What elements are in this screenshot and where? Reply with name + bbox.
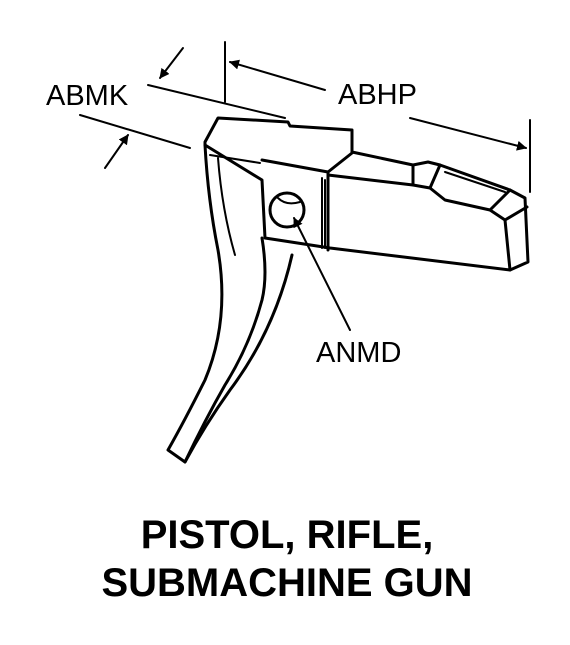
abmk-arrow-top xyxy=(159,47,184,79)
pin-hole xyxy=(268,191,306,229)
trigger-top-outline xyxy=(203,116,530,272)
abhp-label: ABHP xyxy=(338,79,417,111)
anmd-leader-arrow xyxy=(293,217,351,331)
caption-line-2: SUBMACHINE GUN xyxy=(101,561,472,605)
abhp-arrow-right xyxy=(409,117,527,151)
trigger-blade xyxy=(166,143,294,464)
abmk-extension-bottom xyxy=(79,114,191,149)
trigger-part-drawing xyxy=(166,116,530,464)
abmk-arrow-bottom xyxy=(104,134,129,169)
anmd-callout: ANMD xyxy=(293,217,401,369)
abmk-dimension: ABMK xyxy=(46,47,286,169)
caption-line-1: PISTOL, RIFLE, xyxy=(141,513,434,557)
abhp-arrow-left xyxy=(229,59,326,91)
abhp-dimension: ABHP xyxy=(224,41,531,193)
anmd-label: ANMD xyxy=(316,337,401,369)
abmk-extension-top xyxy=(147,84,286,119)
abmk-label: ABMK xyxy=(46,80,129,112)
